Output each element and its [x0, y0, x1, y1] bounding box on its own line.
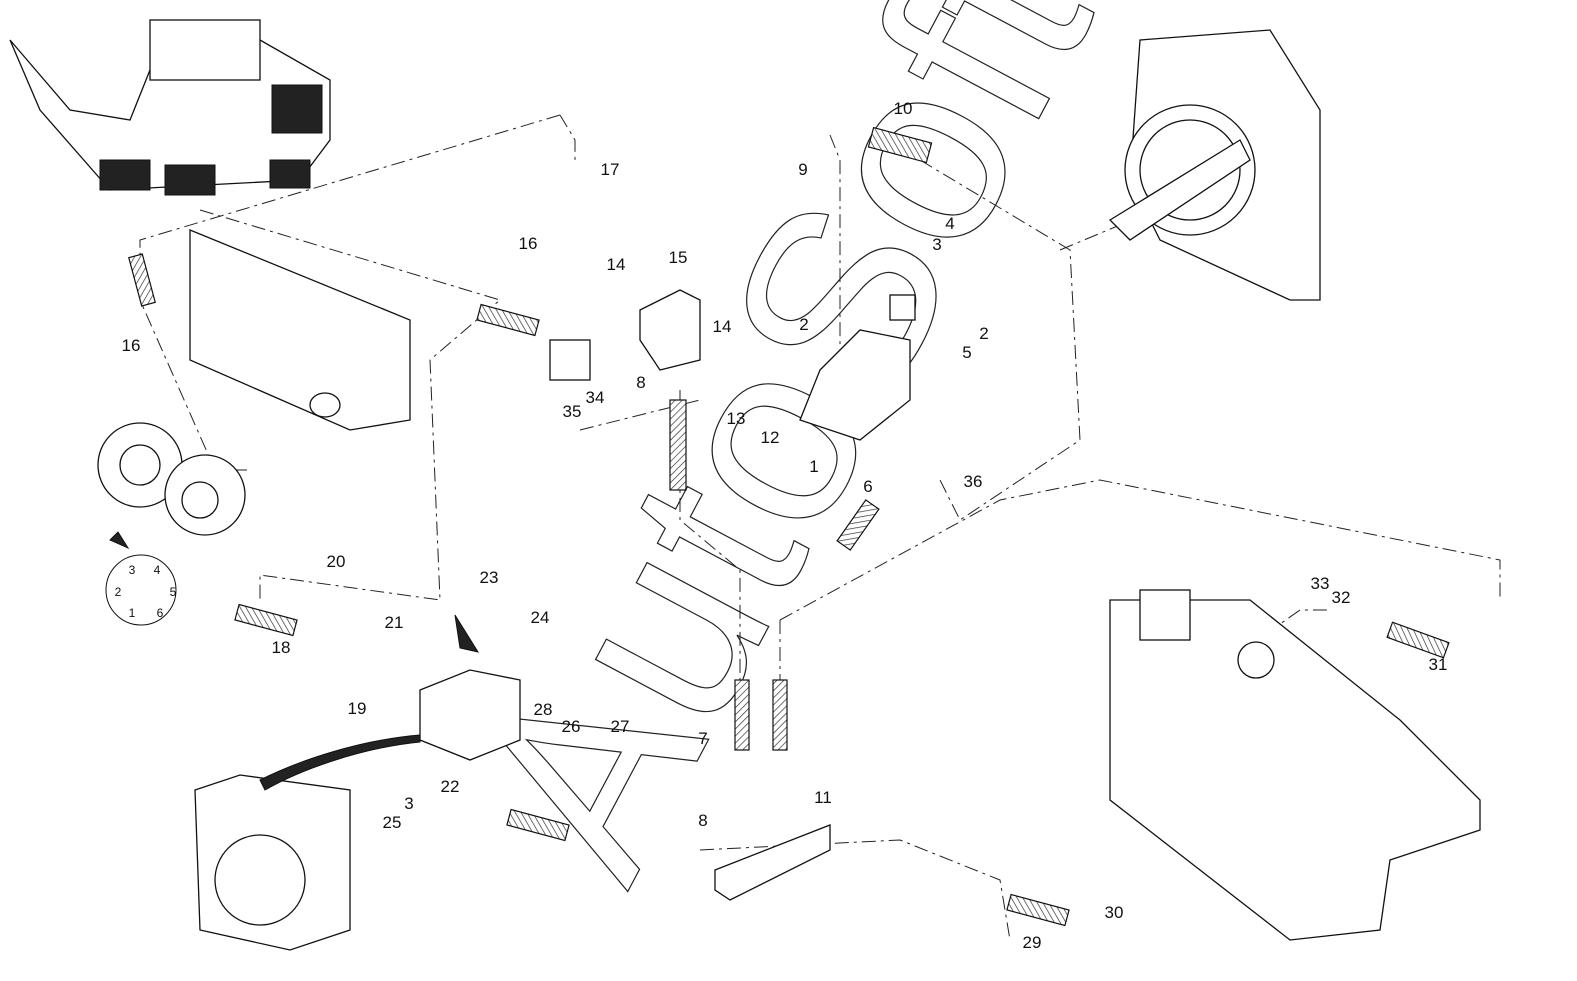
callout-18[interactable]: 18: [271, 638, 291, 657]
callout-33[interactable]: 33: [1310, 574, 1330, 593]
callout-32[interactable]: 32: [1331, 588, 1351, 607]
callout-29[interactable]: 29: [1022, 933, 1042, 952]
callout-5[interactable]: 5: [962, 343, 972, 362]
hoses: [128, 126, 1450, 927]
watermark: AutoSoft: [421, 0, 1146, 918]
callout-9[interactable]: 9: [798, 160, 808, 179]
callout-15[interactable]: 15: [668, 248, 688, 267]
hydraulic-tank: [1109, 589, 1481, 941]
gear-pump-assembly: [194, 669, 521, 951]
callout-10[interactable]: 10: [893, 99, 913, 118]
dial-position: 1: [128, 606, 136, 620]
callout-3[interactable]: 3: [404, 794, 414, 813]
milling-machine-overview: [9, 19, 331, 196]
callout-16[interactable]: 16: [518, 234, 538, 253]
arrow-icon: [109, 531, 130, 550]
callout-3[interactable]: 3: [932, 235, 942, 254]
dial-position: 3: [128, 563, 136, 577]
callout-2[interactable]: 2: [979, 324, 989, 343]
callout-8[interactable]: 8: [698, 811, 708, 830]
callout-1[interactable]: 1: [809, 457, 819, 476]
arrow-icon: [454, 614, 480, 653]
callout-36[interactable]: 36: [963, 472, 983, 491]
dial-position: 5: [169, 585, 177, 599]
callout-6[interactable]: 6: [863, 477, 873, 496]
radiator-cooler: [1108, 29, 1321, 301]
hydraulic-motor: [799, 294, 916, 441]
callout-20[interactable]: 20: [326, 552, 346, 571]
callout-27[interactable]: 27: [610, 717, 630, 736]
callout-19[interactable]: 19: [347, 699, 367, 718]
callout-26[interactable]: 26: [561, 717, 581, 736]
dial-position: 6: [156, 606, 164, 620]
callout-17[interactable]: 17: [600, 160, 620, 179]
callout-34[interactable]: 34: [585, 388, 605, 407]
callout-25[interactable]: 25: [382, 813, 402, 832]
callout-28[interactable]: 28: [533, 700, 553, 719]
distribution-block: [714, 824, 831, 901]
callout-24[interactable]: 24: [530, 608, 550, 627]
callout-14[interactable]: 14: [712, 317, 732, 336]
callout-21[interactable]: 21: [384, 613, 404, 632]
callout-16[interactable]: 16: [121, 336, 141, 355]
callout-30[interactable]: 30: [1104, 903, 1124, 922]
callout-7[interactable]: 7: [698, 729, 708, 748]
valve-block: [549, 289, 701, 381]
wheel-hubs: [97, 422, 246, 536]
callout-8[interactable]: 8: [636, 373, 646, 392]
callout-31[interactable]: 31: [1428, 655, 1448, 674]
callout-13[interactable]: 13: [726, 409, 746, 428]
callout-2[interactable]: 2: [799, 315, 809, 334]
callout-4[interactable]: 4: [945, 214, 955, 233]
callout-12[interactable]: 12: [760, 428, 780, 447]
callout-14[interactable]: 14: [606, 255, 626, 274]
dial-position: 4: [153, 563, 161, 577]
position-dial: [105, 554, 177, 626]
callout-23[interactable]: 23: [479, 568, 499, 587]
callout-11[interactable]: 11: [814, 788, 832, 807]
callout-22[interactable]: 22: [440, 777, 460, 796]
callout-35[interactable]: 35: [562, 402, 582, 421]
dial-position: 2: [114, 585, 122, 599]
chassis-frame: [189, 229, 411, 431]
